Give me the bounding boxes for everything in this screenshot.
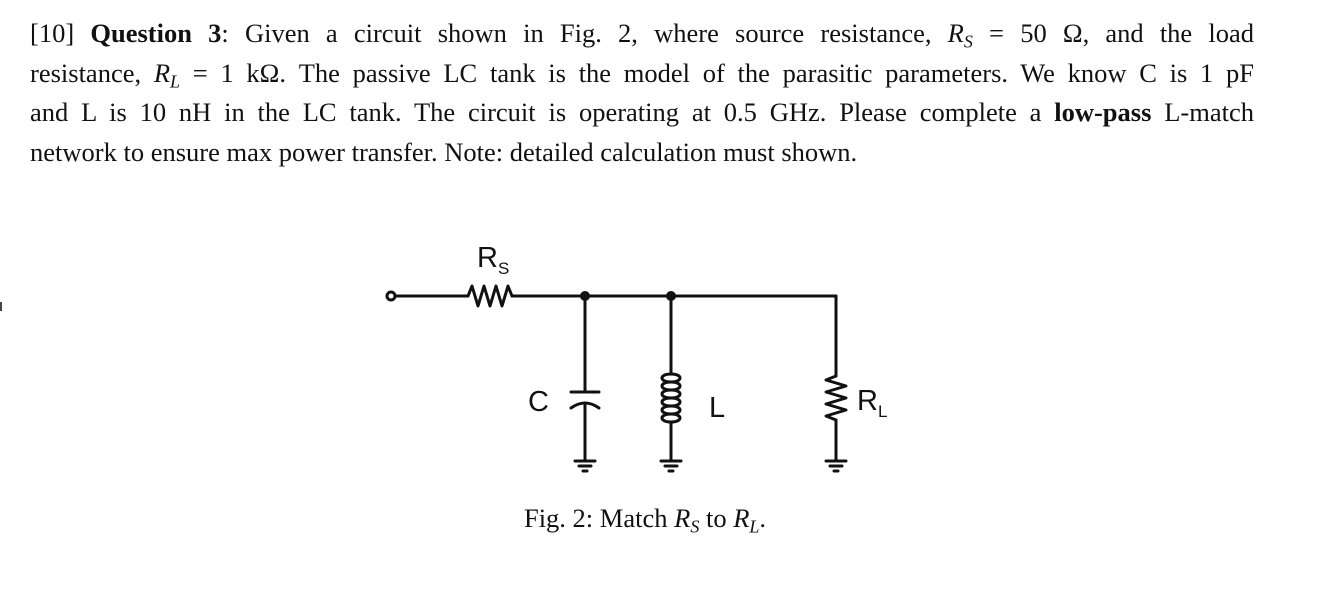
rl-symbol: RL [153,57,181,91]
question-text-4: L-match [1151,97,1254,127]
rs-symbol: RS [947,18,973,52]
question-points: [10] [30,18,75,48]
ground-capacitor [573,459,597,473]
inductor-label: L [709,392,725,424]
ground-load [824,459,848,473]
rl-label: RL [857,385,887,421]
node-inductor [666,291,676,301]
question-text-2: resistance, [30,57,154,88]
load-resistor [824,374,848,422]
question-text-1: Given a circuit shown in Fig. 2, where s… [228,18,948,48]
edge-artifact [0,302,2,311]
caption-rl: RL [733,503,760,537]
caption-rs: RS [674,503,700,537]
rs-label: RS [477,242,509,278]
capacitor-label: C [528,386,549,418]
rl-value: = 1 kΩ. The passive LC tank is the model… [180,57,1254,88]
question-emphasis: low-pass [1054,97,1152,127]
question-colon: : [221,18,229,48]
question-line-1: [10] Question 3: Given a circuit shown i… [30,14,1254,54]
question-text-3: and L is 10 nH in the LC tank. The circu… [30,97,1055,127]
caption-suffix: . [759,503,767,533]
question-text: [10] Question 3: Given a circuit shown i… [30,14,1254,172]
question-text-5: network to ensure max power transfer. No… [30,136,858,167]
figure-caption: Fig. 2: Match RS to RL. [0,503,1290,537]
question-line-4: network to ensure max power transfer. No… [30,133,1254,173]
ground-inductor [659,459,683,473]
node-capacitor [580,291,590,301]
caption-prefix: Fig. 2: Match [523,503,675,533]
caption-middle: to [699,503,734,533]
question-line-2: resistance, RL = 1 kΩ. The passive LC ta… [30,54,1254,94]
inductor-coil [660,372,682,424]
rs-value: = 50 Ω, and the load [972,18,1255,48]
source-resistor [466,284,514,308]
question-line-3: and L is 10 nH in the LC tank. The circu… [30,93,1254,133]
question-label: Question 3 [90,18,222,48]
